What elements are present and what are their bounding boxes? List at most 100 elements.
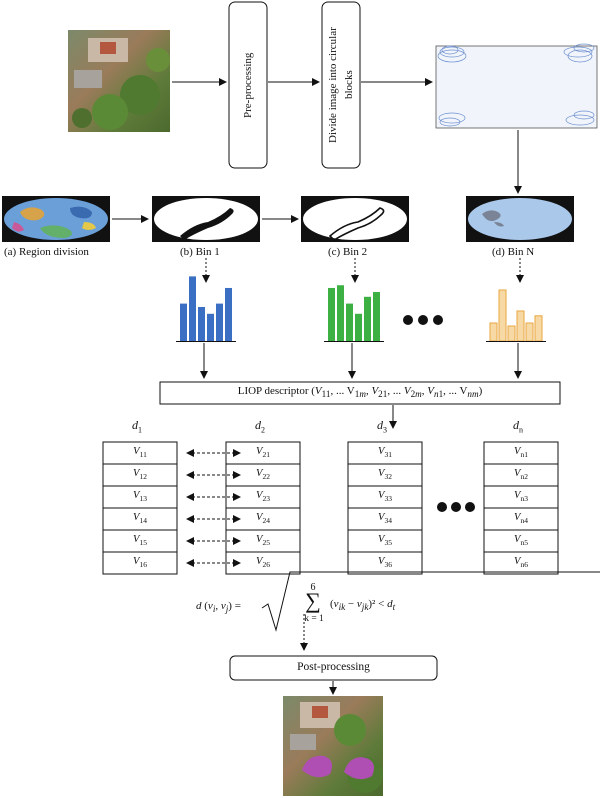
divide-label-line1: Divide image into circular [327,27,339,143]
hist-bin1-bar [189,276,196,341]
hist-bin2-bar [346,303,353,341]
cell-sub: 22 [262,472,270,482]
table-cell: V36 [348,556,422,569]
cell-sub: 32 [384,472,392,482]
bin2-label: (c) Bin 2 [328,246,368,258]
input-photo [68,30,170,132]
cell-var: V [133,490,140,501]
column-label-4: dn [513,418,523,434]
cell-var: V [378,512,385,523]
histogram-bin2 [324,285,384,342]
hist-bin2-bar [337,285,344,341]
liop-descriptor-label: LIOP descriptor (V11, ... V1m, V21, ... … [237,385,483,400]
region-division-image [2,196,110,242]
cell-sub: n5 [520,538,528,548]
table-cell: V35 [348,534,422,547]
table-cell: V13 [103,490,177,503]
preprocessing-label: Pre-processing [242,52,254,118]
cell-sub: 25 [262,538,270,548]
hist-bin1-bar [225,287,232,341]
cell-var: V [378,534,385,545]
cell-sub: 26 [262,560,270,570]
descriptor-tables [102,441,559,575]
sum-bottom: k = 1 [304,614,324,624]
formula-lhs: d (vi, vj) = [196,600,241,615]
hist-bin1-bar [180,303,187,341]
divide-label: Divide image into circular blocks [322,2,360,168]
binN-label: (d) Bin N [492,246,535,258]
bin2-image [301,196,409,242]
ellipsis-dots-top [403,315,443,325]
table-cell: V33 [348,490,422,503]
cell-var: V [133,556,140,567]
table-cell: V25 [226,534,300,547]
column-label-var: d [255,418,261,432]
cell-var: V [133,446,140,457]
table-cell: Vn4 [484,512,558,525]
table-cell: V22 [226,468,300,481]
histogram-binN [486,289,546,342]
cell-sub: n3 [520,494,528,504]
table-cell: V16 [103,556,177,569]
table-cell: V21 [226,446,300,459]
output-photo [283,696,383,796]
divide-label-line2: blocks [343,70,355,100]
bin1-label: (b) Bin 1 [180,246,220,258]
postprocessing-label: Post-processing [297,661,370,673]
region-division-label: (a) Region division [4,246,89,258]
column-label-var: d [377,418,383,432]
column-label-3: d3 [377,418,387,434]
table-cell: V23 [226,490,300,503]
cell-var: V [378,556,385,567]
hist-binN-bar [489,322,498,342]
sum-top: 6 [310,582,316,593]
table-cell: V34 [348,512,422,525]
cell-var: V [133,468,140,479]
column-label-sub: 1 [138,425,142,435]
cell-var: V [514,556,521,567]
cell-sub: 16 [139,560,147,570]
table-cell: Vn1 [484,446,558,459]
cell-sub: 31 [384,450,392,460]
column-label-var: d [132,418,138,432]
cell-var: V [514,512,521,523]
cell-var: V [256,446,263,457]
cell-sub: 24 [262,516,270,526]
cell-var: V [378,468,385,479]
histogram-bin1 [176,276,236,342]
cell-var: V [256,556,263,567]
hist-bin1-bar [198,307,205,341]
hist-binN-bar [516,310,525,342]
binN-image [466,196,574,242]
cell-var: V [514,534,521,545]
cell-sub: n4 [520,516,528,526]
cell-sub: n1 [520,450,528,460]
table-cell: V31 [348,446,422,459]
cell-var: V [378,446,385,457]
sum-symbol: ∑ [305,588,321,613]
cell-sub: 36 [384,560,392,570]
sqrt-sign [261,571,600,632]
hist-bin2-bar [364,296,371,341]
hist-bin2-bar [328,287,335,341]
circular-blocks-image [435,43,598,129]
preprocessing-box [228,1,268,169]
cell-var: V [256,512,263,523]
cell-var: V [378,490,385,501]
hist-binN-bar [525,322,534,342]
column-label-sub: 2 [261,425,265,435]
comparison-arrows [186,449,241,567]
formula-body: (vik − vjk)² < dt [330,598,396,613]
column-label-1: d1 [132,418,142,434]
column-label-sub: n [519,425,523,435]
cell-var: V [514,446,521,457]
cell-sub: 13 [139,494,147,504]
table-cell: V12 [103,468,177,481]
table-cell: V11 [103,446,177,459]
cell-var: V [256,534,263,545]
cell-sub: n2 [520,472,528,482]
cell-var: V [514,490,521,501]
hist-bin2-bar [355,313,362,341]
divide-box [321,1,361,169]
cell-sub: 15 [139,538,147,548]
